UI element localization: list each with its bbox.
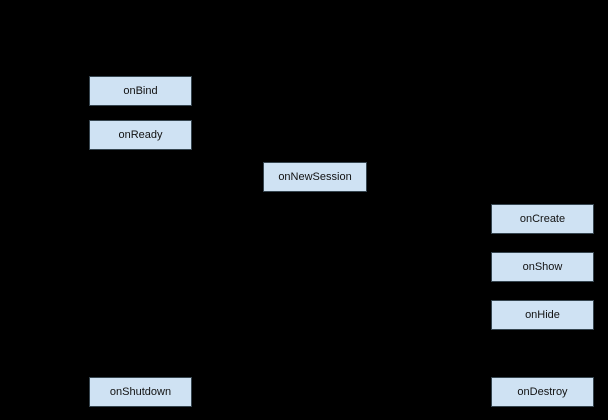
node-ondestroy: onDestroy xyxy=(491,377,594,407)
node-onshow: onShow xyxy=(491,252,594,282)
node-onnewsession: onNewSession xyxy=(263,162,367,192)
node-onready: onReady xyxy=(89,120,192,150)
node-oncreate: onCreate xyxy=(491,204,594,234)
node-onshutdown: onShutdown xyxy=(89,377,192,407)
node-onhide: onHide xyxy=(491,300,594,330)
node-onbind: onBind xyxy=(89,76,192,106)
